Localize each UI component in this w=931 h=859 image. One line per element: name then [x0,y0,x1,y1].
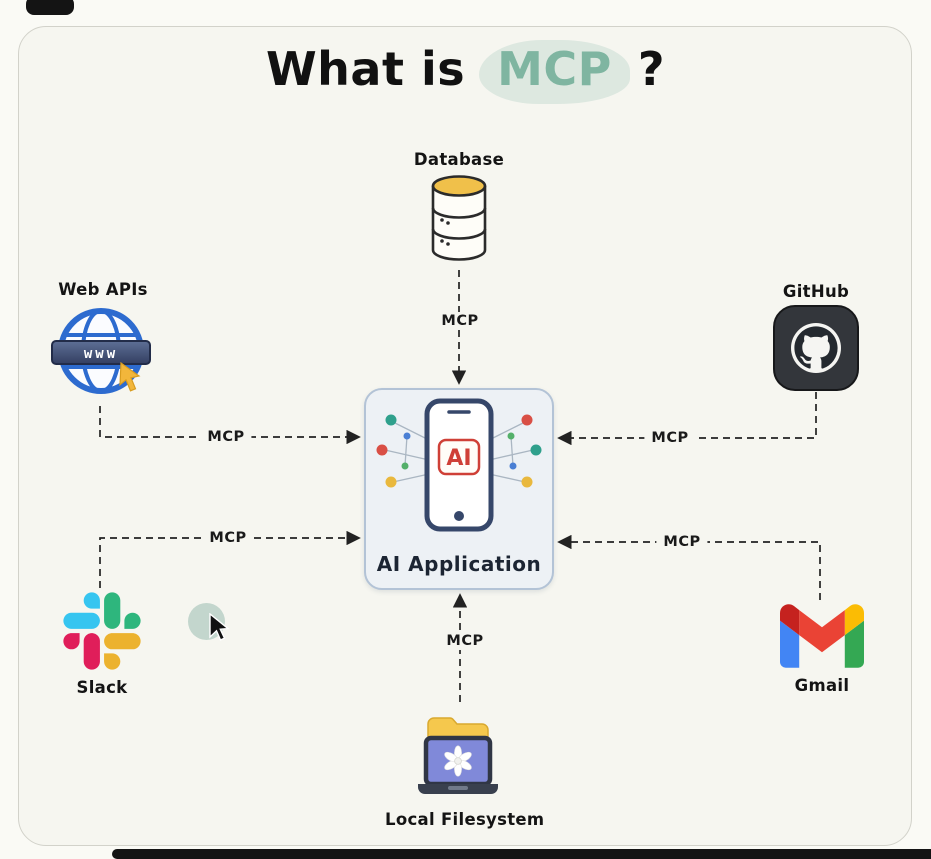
ai-screen-text: AI [446,446,471,471]
web-apis-icon: www [51,308,151,394]
ai-application-label: AI Application [376,552,542,576]
filesystem-icon [418,717,498,794]
database-icon [431,175,487,261]
connector-slack [99,530,361,588]
web-apis-label: Web APIs [58,280,148,299]
filesystem-label: Local Filesystem [385,810,545,829]
github-icon [773,305,859,391]
mouse-cursor-icon [209,613,230,641]
database-label: Database [413,150,505,169]
www-banner-text: www [84,346,118,362]
corner-tab [26,0,74,15]
connector-web-apis [99,406,361,445]
connector-gmail [557,534,821,600]
title-prefix: What is [265,42,466,96]
node-slack: Slack [40,592,164,701]
node-filesystem: Local Filesystem [385,708,545,833]
slack-label: Slack [76,678,128,697]
ai-phone-icon: AI [376,398,542,532]
slack-icon [63,592,141,670]
ai-application-box: AI AI Application [364,388,554,590]
node-web-apis: Web APIs www [36,276,170,415]
gmail-icon [780,604,864,668]
playback-progress-bar[interactable] [112,849,931,859]
flower-accent [444,745,472,777]
node-github: GitHub [758,278,874,395]
title-suffix: ? [637,42,666,96]
github-label: GitHub [782,282,850,301]
cursor-arrow-accent [119,361,141,392]
mcp-label-database: MCP [434,312,486,330]
mcp-label-gmail: MCP [656,533,708,551]
mcp-label-web-apis: MCP [200,428,252,446]
node-database: Database [389,146,529,269]
mcp-label-slack: MCP [202,529,254,547]
title-highlight: MCP [479,40,630,104]
gmail-label: Gmail [794,676,850,695]
node-gmail: Gmail [762,604,882,699]
mcp-label-github: MCP [644,429,696,447]
mcp-label-filesystem: MCP [439,632,491,650]
